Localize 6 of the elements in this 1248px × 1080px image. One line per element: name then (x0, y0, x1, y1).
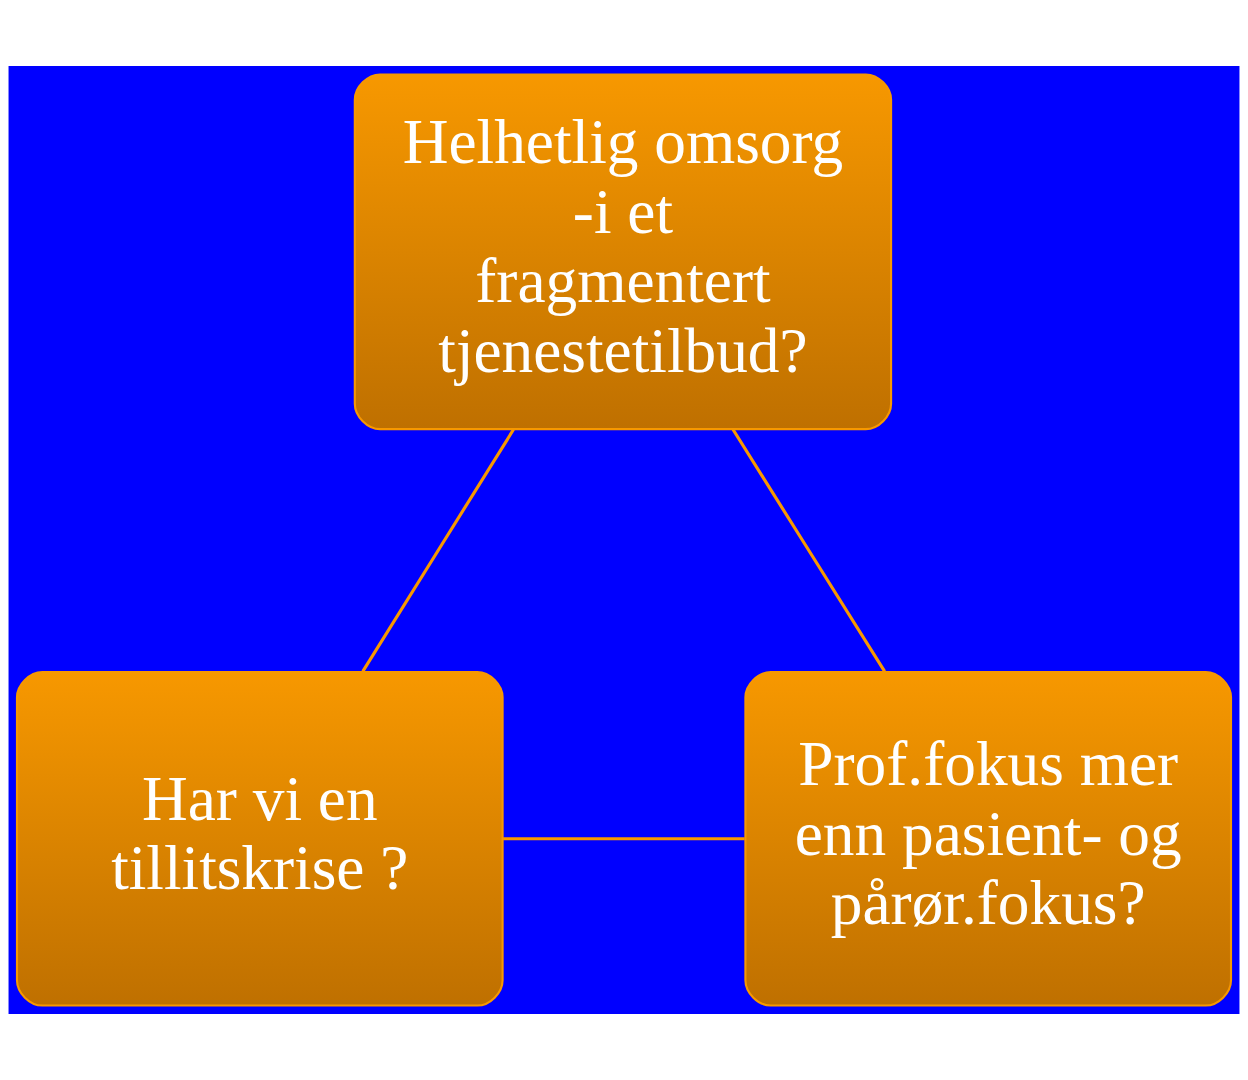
node-box: Har vi en tillitskrise ? (15, 670, 504, 1007)
connector (361, 428, 515, 673)
connector (731, 428, 886, 673)
connector (503, 837, 745, 841)
node-box: Prof.fokus mer enn pasient- og pårør.fokus? (744, 670, 1233, 1007)
node-box: Helhetlig omsorg -i et fragmentert tjenestetilbud? (353, 73, 893, 431)
